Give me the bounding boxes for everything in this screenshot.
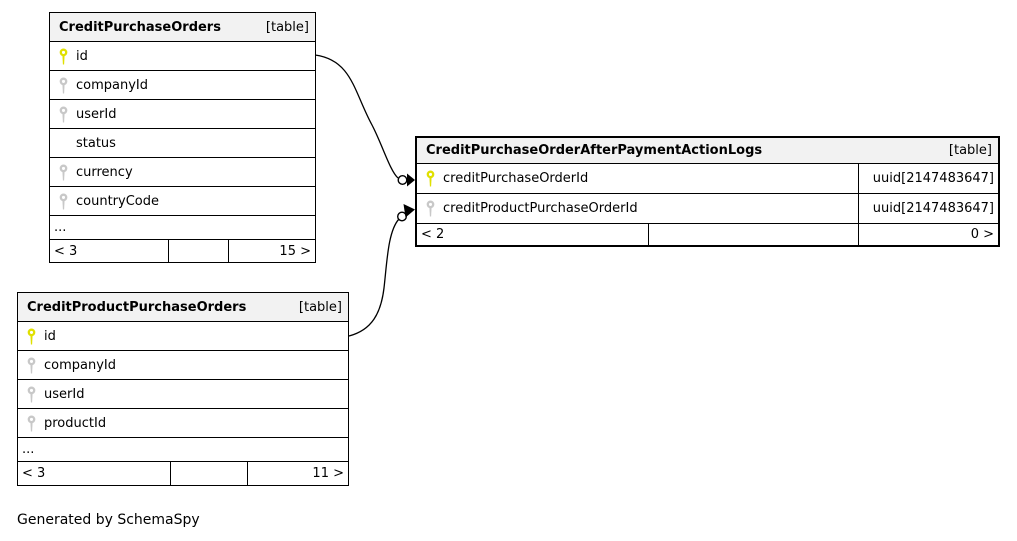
table-footer: < 3 11 >	[18, 461, 348, 485]
table-node-credit-product-purchase-orders[interactable]: CreditProductPurchaseOrders [table] id c…	[17, 292, 349, 486]
table-name[interactable]: CreditPurchaseOrderAfterPaymentActionLog…	[426, 143, 763, 158]
arrowhead-icon	[403, 204, 415, 218]
column-row-id: id	[18, 321, 348, 350]
table-node-credit-purchase-orders[interactable]: CreditPurchaseOrders [table] id companyI…	[49, 12, 316, 263]
table-header[interactable]: CreditProductPurchaseOrders [table]	[18, 293, 348, 321]
foreign-key-icon	[50, 77, 76, 94]
zero-or-one-circle	[397, 174, 408, 185]
ellipsis-label: ...	[54, 220, 67, 235]
column-row-companyId: companyId	[18, 350, 348, 379]
column-row-currency: currency	[50, 157, 315, 186]
column-name: companyId	[76, 77, 149, 93]
fk-connector-creditProductPurchaseOrderId	[348, 204, 415, 337]
table-footer: < 3 15 >	[50, 239, 315, 263]
column-name: currency	[76, 164, 133, 180]
table-badge: [table]	[265, 19, 309, 35]
foreign-key-icon	[50, 106, 76, 123]
column-name: companyId	[44, 357, 117, 373]
hidden-columns-ellipsis: ...	[18, 437, 348, 461]
table-header[interactable]: CreditPurchaseOrderAfterPaymentActionLog…	[417, 138, 998, 163]
ellipsis-label: ...	[22, 442, 35, 457]
column-name: id	[76, 48, 88, 64]
table-footer: < 2 0 >	[417, 223, 998, 245]
related-tables-in-count: < 2	[421, 227, 445, 242]
column-name: productId	[44, 415, 107, 431]
footer-middle-cell	[168, 240, 228, 263]
column-name: userId	[76, 106, 117, 122]
fk-connector-creditPurchaseOrderId	[314, 54, 415, 187]
foreign-key-icon	[50, 164, 76, 181]
footer-middle-cell	[170, 462, 247, 485]
column-row-creditPurchaseOrderId: creditPurchaseOrderId uuid[2147483647]	[417, 163, 998, 193]
related-tables-out-count: 11 >	[247, 462, 348, 485]
column-name: countryCode	[76, 193, 159, 209]
column-type: uuid[2147483647]	[858, 164, 998, 193]
arrowhead-icon	[407, 173, 415, 187]
primary-key-icon	[50, 48, 76, 65]
column-name: userId	[44, 386, 85, 402]
primary-key-icon	[417, 170, 443, 187]
related-tables-in-count: < 3	[22, 466, 46, 481]
table-node-credit-purchase-order-after-payment-action-logs[interactable]: CreditPurchaseOrderAfterPaymentActionLog…	[415, 136, 1000, 247]
table-name[interactable]: CreditPurchaseOrders	[59, 19, 221, 35]
generator-caption: Generated by SchemaSpy	[17, 512, 200, 528]
column-row-companyId: companyId	[50, 70, 315, 99]
column-row-creditProductPurchaseOrderId: creditProductPurchaseOrderId uuid[214748…	[417, 193, 998, 223]
table-badge: [table]	[948, 143, 992, 158]
table-name[interactable]: CreditProductPurchaseOrders	[27, 299, 247, 315]
column-row-userId: userId	[50, 99, 315, 128]
column-name: status	[76, 135, 116, 151]
foreign-key-icon	[18, 386, 44, 403]
related-tables-out-count: 15 >	[228, 240, 315, 263]
column-row-userId: userId	[18, 379, 348, 408]
footer-middle-cell	[648, 224, 858, 245]
column-row-productId: productId	[18, 408, 348, 437]
foreign-key-icon	[50, 193, 76, 210]
column-row-countryCode: countryCode	[50, 186, 315, 215]
table-header[interactable]: CreditPurchaseOrders [table]	[50, 13, 315, 41]
related-tables-in-count: < 3	[54, 244, 78, 259]
column-row-status: status	[50, 128, 315, 157]
foreign-key-icon	[417, 200, 443, 217]
table-badge: [table]	[298, 299, 342, 315]
column-name: creditPurchaseOrderId	[443, 171, 589, 186]
hidden-columns-ellipsis: ...	[50, 215, 315, 239]
column-name: id	[44, 328, 56, 344]
column-name: creditProductPurchaseOrderId	[443, 201, 638, 216]
foreign-key-icon	[18, 415, 44, 432]
column-row-id: id	[50, 41, 315, 70]
column-type: uuid[2147483647]	[858, 194, 998, 223]
related-tables-out-count: 0 >	[858, 224, 998, 245]
primary-key-icon	[18, 328, 44, 345]
foreign-key-icon	[18, 357, 44, 374]
